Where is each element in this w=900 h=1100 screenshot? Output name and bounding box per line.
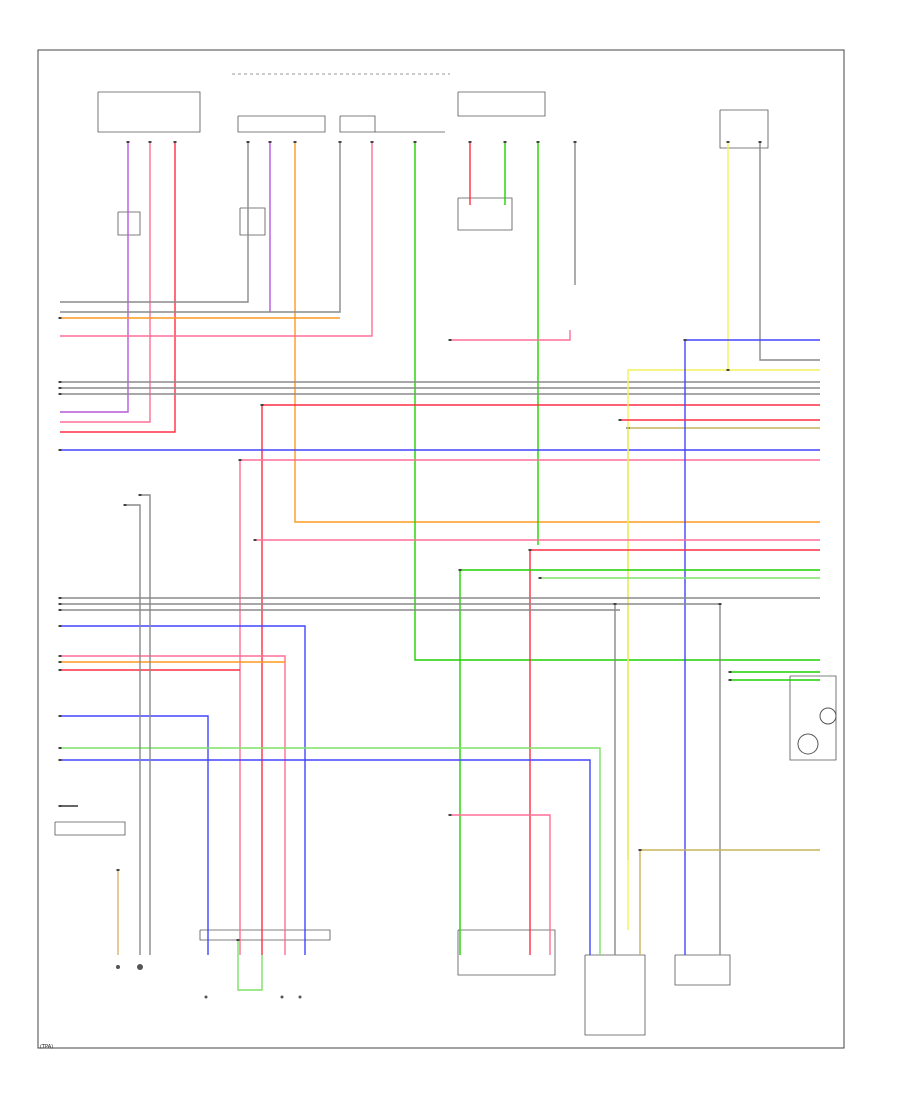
wire-terminal [370,141,374,143]
component-box [239,207,266,236]
component-boxes [54,91,837,1036]
wire-blue [60,715,209,955]
wire-terminal [638,849,642,851]
wire-terminal [116,869,120,871]
wire-terminal [613,603,617,605]
wire-terminal [726,369,730,371]
wire-violet [60,142,129,413]
wire-terminal [126,141,130,143]
component-box [674,954,731,986]
wire-terminal [58,603,62,605]
wire-terminal [58,609,62,611]
component-box [457,91,546,117]
wire-terminal [58,381,62,383]
footer-code: (TPA) [40,1044,53,1050]
component-box [719,109,769,149]
wire-terminal [58,669,62,671]
wire-terminal [58,387,62,389]
wire-terminal [528,549,532,551]
wire-terminal [726,141,730,143]
component-box [339,115,376,133]
wire-terminal [58,597,62,599]
wire-blue [60,625,306,955]
wire-terminal [728,679,732,681]
component-box [789,675,837,761]
component-box [584,954,646,1036]
wire-terminal [173,141,177,143]
wire-terminal [58,715,62,717]
wire-gray [759,142,820,361]
wire-terminal [58,449,62,451]
component-box [457,929,556,976]
wire-terminal [448,339,452,341]
wire-terminal [573,141,577,143]
wire-traces [58,141,820,991]
component-box [457,197,513,231]
wire-pink [60,142,151,423]
wire-terminal [58,625,62,627]
wire-green [414,142,820,661]
wire-orange [294,142,820,523]
component-box [54,821,126,836]
wire-yellow [727,142,820,371]
wire-red [60,142,176,433]
wire-terminal [503,141,507,143]
wire-terminal [58,747,62,749]
component-box [237,115,326,133]
wire-terminal [458,569,462,571]
wire-terminal [236,939,240,941]
wire-pink [60,655,286,955]
wire-blue [60,759,591,955]
wire-terminal [618,419,622,421]
wire-terminal [728,671,732,673]
wire-terminal [58,759,62,761]
wire-terminal [148,141,152,143]
wire-lightgreen [237,940,263,991]
wire-yellow [627,369,728,930]
component-box [97,91,201,133]
wire-terminal [58,661,62,663]
wire-terminal [538,577,542,579]
wire-terminal [58,393,62,395]
wire-terminal [123,504,127,506]
wire-terminal [683,339,687,341]
wire-terminal [253,539,257,541]
wire-terminal [246,141,250,143]
wire-terminal [718,603,722,605]
wire-gray [60,142,341,313]
diagram-frame [37,49,845,1049]
component-box [117,211,141,236]
wire-terminal [338,141,342,143]
wire-gray [60,142,249,303]
connector-markers [116,73,837,999]
wire-pink [450,814,551,955]
wire-terminal [58,655,62,657]
wire-gray [140,494,151,955]
wire-terminal [468,141,472,143]
wire-terminal [260,404,264,406]
wire-terminal [536,141,540,143]
wire-terminal [268,141,272,143]
wire-terminal [448,814,452,816]
wire-pink [60,142,373,337]
wire-lightgreen [60,747,601,955]
wire-pink [450,330,571,341]
wire-terminal [413,141,417,143]
wire-terminal [238,459,242,461]
wire-gray [125,504,141,955]
wire-terminal [138,494,142,496]
wire-terminal [58,805,62,807]
wire-terminal [758,141,762,143]
wire-terminal [58,317,62,319]
component-box [199,929,331,941]
wire-terminal [293,141,297,143]
